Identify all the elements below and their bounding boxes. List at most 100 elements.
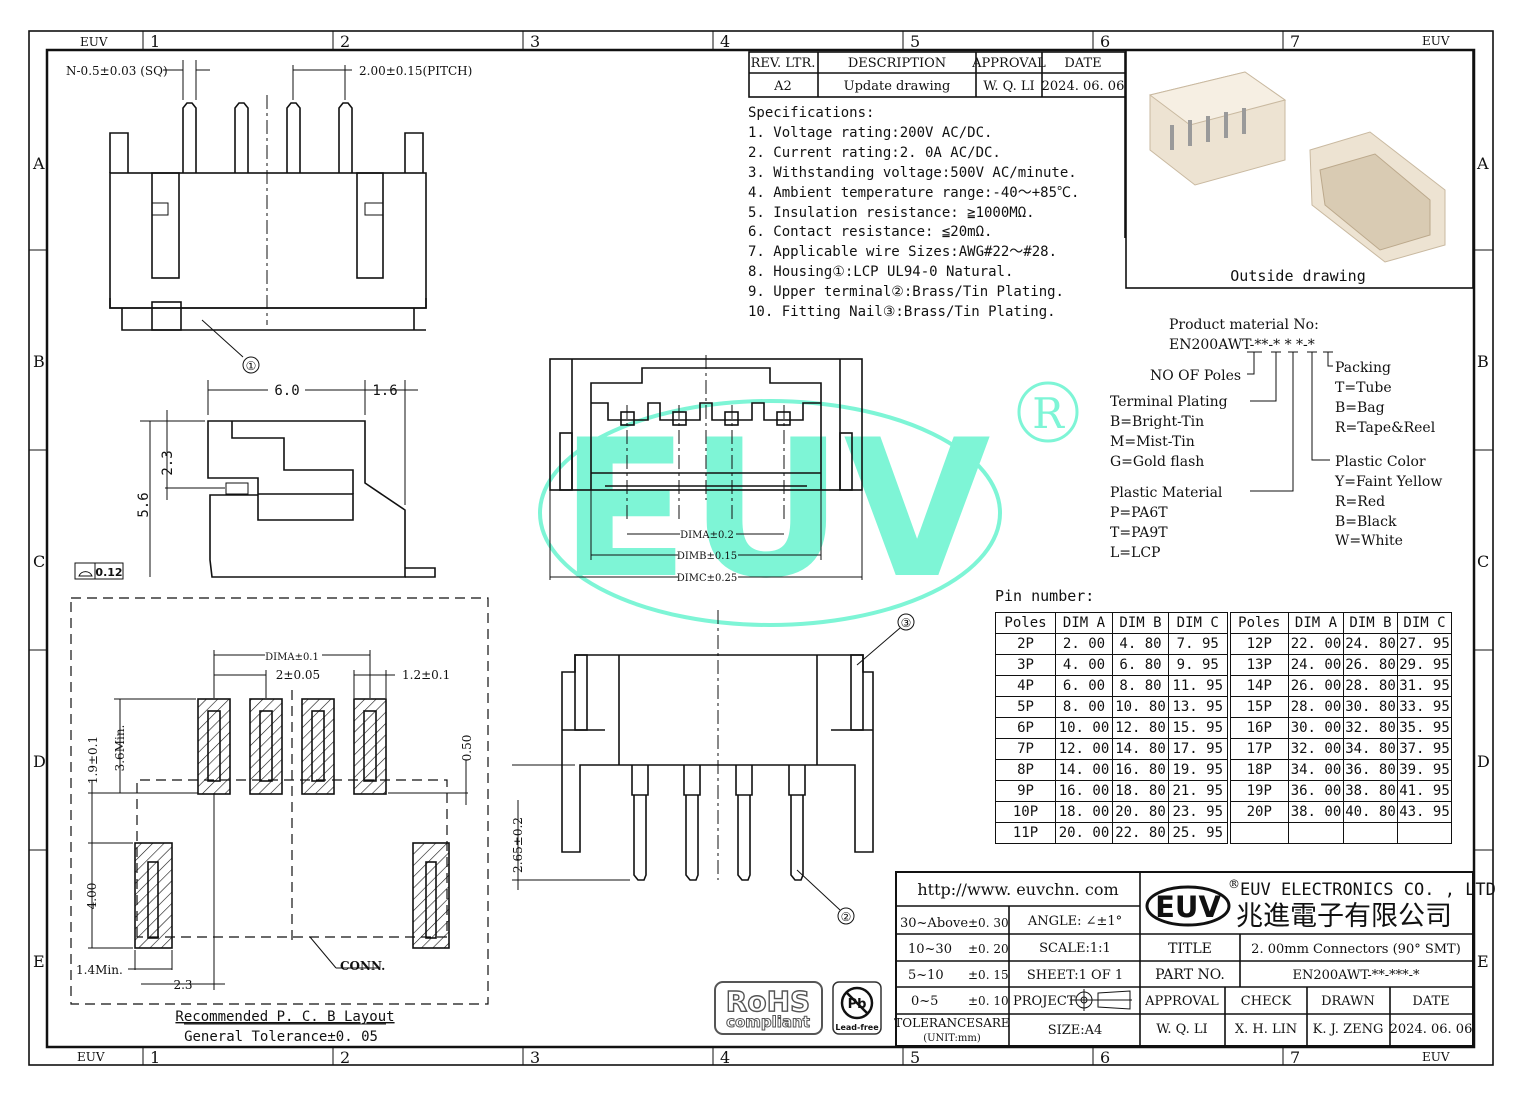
pin-table-cell: 36. 00 bbox=[1288, 780, 1344, 802]
column-label: 5 bbox=[910, 32, 920, 51]
pin-table-cell: 14P bbox=[1226, 675, 1289, 697]
pin-table-cell: 20P bbox=[1226, 801, 1289, 823]
outside-drawing-label: Outside drawing bbox=[1230, 267, 1365, 285]
packing-title: Packing bbox=[1335, 360, 1391, 376]
pin-table-cell: 15. 95 bbox=[1168, 717, 1229, 739]
row-label: E bbox=[33, 952, 45, 971]
rev-cell: Update drawing bbox=[844, 79, 951, 94]
pin-table-cell: 17. 95 bbox=[1168, 738, 1229, 760]
tolerance-value: ±0. 30 bbox=[968, 916, 1009, 930]
row-label: B bbox=[1477, 352, 1489, 371]
pcb-pad bbox=[249, 698, 283, 795]
plastic-material-option: P=PA6T bbox=[1110, 505, 1168, 521]
pin-table-cell: 19. 95 bbox=[1168, 759, 1229, 781]
pcb-conn-label: CONN. bbox=[340, 959, 385, 973]
row-label: E bbox=[1477, 952, 1489, 971]
pin-table-cell: 15P bbox=[1226, 696, 1289, 718]
pin-table-cell: 16. 80 bbox=[1112, 759, 1169, 781]
pin-table-cell: 19P bbox=[1226, 780, 1289, 802]
plastic-color-option: Y=Faint Yellow bbox=[1334, 474, 1442, 490]
website-link[interactable]: http://www. euvchn. com bbox=[917, 880, 1118, 899]
pin-table-cell: 24. 80 bbox=[1343, 633, 1398, 655]
plastic-color-title: Plastic Color bbox=[1335, 454, 1426, 470]
pin-table-cell: 17P bbox=[1226, 738, 1289, 760]
pin-table-cell: 11. 95 bbox=[1168, 675, 1229, 697]
tolerances-label: TOLERANCESARE bbox=[894, 1016, 1009, 1030]
sheet-label: SHEET:1 OF 1 bbox=[1027, 968, 1123, 983]
spec-item: 2. Current rating:2. 0A AC/DC. bbox=[748, 144, 1001, 161]
sign-header: APPROVAL bbox=[1144, 994, 1219, 1009]
pcb-dim-a: DIMA±0.1 bbox=[265, 652, 319, 663]
rev-header: DESCRIPTION bbox=[848, 56, 946, 71]
pin-table-cell: Poles bbox=[995, 612, 1056, 634]
coplanarity-symbol: 0.12 bbox=[74, 562, 124, 580]
bottom-view: 2.65±0.2 ③ ② bbox=[511, 610, 915, 925]
pcb-nail-pad bbox=[134, 842, 173, 949]
column-label: 2 bbox=[340, 1048, 350, 1067]
size-label: SIZE:A4 bbox=[1048, 1023, 1103, 1038]
plastic-color-option: B=Black bbox=[1335, 514, 1397, 530]
sheet-frame: 1 2 3 4 5 6 7 1 2 3 4 5 6 7 A B C D E A … bbox=[28, 30, 1494, 1067]
balloon-terminal: ② bbox=[841, 910, 852, 924]
pitch-dim: 2.00±0.15(PITCH) bbox=[359, 64, 472, 78]
pin-table-cell: 2P bbox=[995, 633, 1056, 655]
watermark-text: EUV bbox=[559, 399, 990, 620]
pin-table-cell: 28. 80 bbox=[1343, 675, 1398, 697]
pin-table-cell: 8. 80 bbox=[1112, 675, 1169, 697]
pin-table-cell: DIM C bbox=[1397, 612, 1452, 634]
pin-length-dim: 2.65±0.2 bbox=[511, 817, 525, 873]
terminal-plating-option: M=Mist-Tin bbox=[1110, 434, 1195, 450]
spec-item: 4. Ambient temperature range:-40～+85℃. bbox=[748, 184, 1080, 201]
pin-table-cell: 16. 00 bbox=[1055, 780, 1113, 802]
spec-item: 9. Upper terminal②:Brass/Tin Plating. bbox=[748, 284, 1064, 301]
pcb-layout: DIMA±0.1 2±0.05 1.2±0.1 1.9±0.1 3.6Min. … bbox=[70, 597, 489, 1045]
pin-table-cell: 32. 80 bbox=[1343, 717, 1398, 739]
spec-item: 6. Contact resistance: ≦20mΩ. bbox=[748, 224, 993, 241]
column-label: 7 bbox=[1290, 32, 1300, 51]
pcb-pad-width: 1.2±0.1 bbox=[402, 668, 450, 682]
terminal-plating-option: B=Bright-Tin bbox=[1110, 414, 1204, 430]
pin-table-cell: 38. 80 bbox=[1343, 780, 1398, 802]
pin-table-cell: 18. 00 bbox=[1055, 801, 1113, 823]
rohs-compliant: compliant bbox=[726, 1013, 810, 1031]
pin-table-cell: 41. 95 bbox=[1397, 780, 1452, 802]
pin-table-cell: 5P bbox=[995, 696, 1056, 718]
pin-table-cell: 20. 80 bbox=[1112, 801, 1169, 823]
pin-table-cell: 21. 95 bbox=[1168, 780, 1229, 802]
pin-table-title: Pin number: bbox=[995, 587, 1094, 605]
row-label: A bbox=[32, 154, 45, 173]
spec-item: 10. Fitting Nail③:Brass/Tin Plating. bbox=[748, 304, 1056, 321]
rohs-badge: RoHS compliant bbox=[714, 981, 823, 1035]
rev-header: REV. LTR. bbox=[751, 56, 816, 71]
sign-value: 2024. 06. 06 bbox=[1390, 1022, 1473, 1037]
side-height-dim: 5.6 bbox=[136, 492, 152, 517]
spec-item: 7. Applicable wire Sizes:AWG#22～#28. bbox=[748, 244, 1058, 261]
pin-table-cell: DIM B bbox=[1112, 612, 1169, 634]
sign-header: CHECK bbox=[1241, 994, 1292, 1009]
company-name-cn: 兆進電子有限公司 bbox=[1236, 901, 1452, 932]
pin-table-cell: 22. 80 bbox=[1112, 822, 1169, 844]
material-number-legend: Product material No: EN200AWT-**-* * *-*… bbox=[1110, 317, 1442, 561]
pcb-offset: 0.50 bbox=[460, 735, 474, 762]
poles-label: NO OF Poles bbox=[1150, 368, 1241, 384]
pin-table-cell: 10P bbox=[995, 801, 1056, 823]
pin-table-cell: 8. 00 bbox=[1055, 696, 1113, 718]
project-label: PROJECT bbox=[1013, 994, 1076, 1009]
angle-tolerance: ANGLE: ∠±1° bbox=[1027, 914, 1122, 929]
tolerance-range: 5~10 bbox=[908, 968, 944, 983]
pin-table-cell: 29. 95 bbox=[1397, 654, 1452, 676]
pin-table-cell: 3P bbox=[995, 654, 1056, 676]
connector-photo bbox=[1148, 71, 1446, 263]
sign-header: DRAWN bbox=[1321, 994, 1375, 1009]
corner-label: EUV bbox=[80, 35, 108, 49]
sign-value: K. J. ZENG bbox=[1313, 1022, 1384, 1037]
registered-symbol: ® bbox=[1228, 877, 1240, 891]
